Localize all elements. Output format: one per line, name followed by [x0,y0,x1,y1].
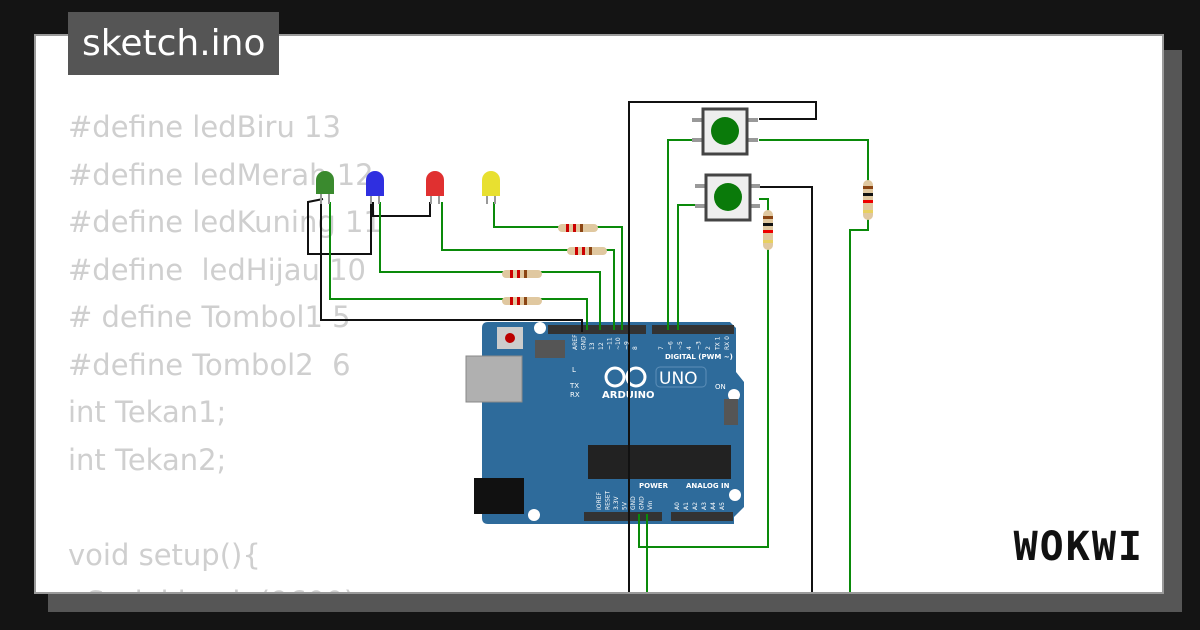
usb-port [465,355,523,403]
digital-pin-label: 2 [705,346,712,350]
digital-header-right [652,325,734,334]
digital-pin-label: ~10 [615,337,622,350]
digital-pin-label: 7 [658,346,665,350]
analog-pin-label: A0 [674,502,681,510]
code-line: Serial.begin(9600); [68,579,382,592]
digital-pin-label: 4 [686,346,693,350]
code-line: #define ledKuning 11 [68,205,382,239]
preview-card: #define ledBiru 13 #define ledMerah 12 #de… [34,34,1164,594]
digital-pin-label: AREF [572,334,579,350]
code-line: #define ledHijau 10 [68,252,366,287]
digital-pin-label: ~6 [667,341,674,350]
wire-ground [320,202,583,332]
digital-label: DIGITAL (PWM ~) [665,353,733,361]
power-pin-label: IOREF [596,492,603,510]
wire-signal [677,204,696,330]
code-line: int Tekan2; [68,442,227,477]
wires [307,101,869,592]
resistor [763,210,773,250]
digital-pin-label: 12 [598,342,605,350]
digital-pin-label: ~5 [677,341,684,350]
wokwi-logo: WOKWI [1013,524,1144,570]
resistor [558,224,598,232]
atmega-chip [588,445,731,479]
resistor [502,297,542,305]
wire-signal [379,202,601,330]
wire-ground [307,198,372,255]
power-jack [474,478,524,514]
circuit-diagram: DIGITAL (PWM ~) ARDUINO UNO ON L TX RX P… [307,101,873,592]
digital-pin-label: ~3 [696,341,703,350]
tx-label: TX [569,382,579,390]
wire-signal [667,139,692,330]
code-preview: #define ledBiru 13 #define ledMerah 12 #de… [68,104,382,592]
analog-pin-label: A5 [719,502,726,510]
analog-pin-label: A3 [701,502,708,510]
wire-signal [759,139,869,592]
uno-label: UNO [659,369,698,389]
code-line: int Tekan1; [68,395,227,429]
power-pin-label: 3.3V [613,495,620,510]
power-pin-label: Vin [647,500,654,510]
led-red[interactable] [426,171,444,204]
analog-header [671,512,733,521]
digital-pin-label: GND [581,336,588,350]
analog-label: ANALOG IN [686,482,730,490]
digital-pin-label: RX 0 [724,336,731,350]
wire-ground [372,202,431,217]
l-label: L [572,366,576,374]
digital-pin-label: ~11 [606,337,613,350]
led-green[interactable] [316,171,334,204]
wire-signal [493,202,623,330]
wire-signal [329,202,588,330]
resistor [567,247,607,255]
wire-ground [628,101,817,592]
power-pin-label: 5V [622,501,629,510]
on-label: ON [715,383,726,391]
pushbutton-1[interactable] [692,107,758,156]
code-line: # define Tombol1 5 [68,300,351,334]
digital-pin-label: 13 [589,342,596,350]
wire-ground [760,186,813,592]
rx-label: RX [570,391,580,399]
wire-signal [638,198,769,548]
file-name-tag: sketch.ino [68,12,280,75]
pushbutton-2[interactable] [695,173,760,222]
power-pin-label: GND [630,496,637,510]
digital-pin-label: 8 [632,346,639,350]
code-line: void setup(){ [68,537,261,572]
analog-pin-label: A4 [710,502,717,510]
wire-signal [441,202,615,330]
code-line: #define ledBiru 13 [68,110,341,144]
digital-header-left [548,325,646,334]
power-label: POWER [639,482,669,490]
digital-pin-label: TX 1 [714,336,721,351]
resistor [863,180,873,220]
digital-pin-label: ~9 [624,341,631,350]
code-line: #define ledMerah 12 [68,157,374,192]
resistors[interactable] [502,180,873,305]
power-pin-label: GND [639,496,646,510]
analog-pin-label: A1 [683,502,690,510]
led-blue[interactable] [366,171,384,204]
led-yellow[interactable] [482,171,500,204]
code-line: #define Tombol2 6 [68,347,351,382]
power-header [584,512,662,521]
arduino-logo-icon [604,366,647,388]
resistor [502,270,542,278]
power-pin-label: RESET [605,490,612,510]
analog-pin-label: A2 [692,502,699,510]
